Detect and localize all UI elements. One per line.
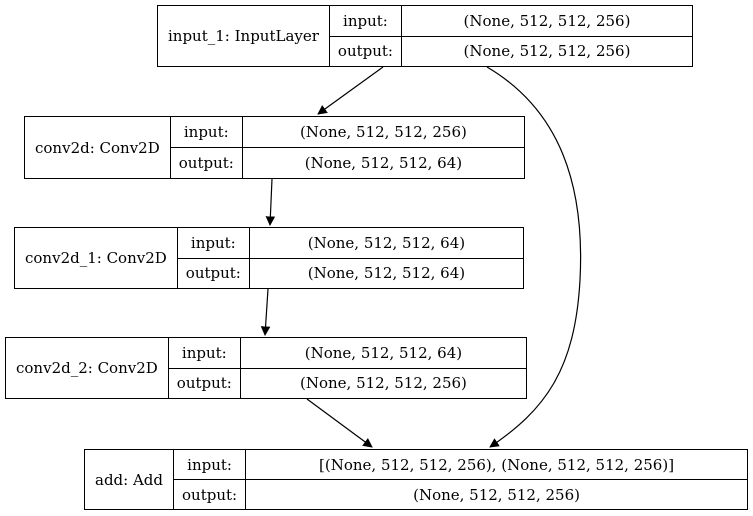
- output-label: output:: [329, 35, 401, 67]
- input-label: input:: [187, 455, 232, 474]
- input-shape: (None, 512, 512, 256): [463, 11, 631, 30]
- input-label: input:: [183, 123, 229, 141]
- input-shape: (None, 512, 512, 64): [304, 343, 463, 362]
- layer-name: input_1: InputLayer: [158, 6, 330, 66]
- output-label: output:: [174, 479, 246, 509]
- output-label: output:: [168, 367, 240, 399]
- layer-name: conv2d_1: Conv2D: [15, 228, 178, 288]
- input-shape: [(None, 512, 512, 256), (None, 512, 512,…: [319, 455, 675, 474]
- output-label: output:: [170, 147, 242, 178]
- input-shape: (None, 512, 512, 256): [299, 123, 467, 141]
- layer-node-conv2d-1[interactable]: conv2d_1: Conv2D input: output: (None, 5…: [14, 227, 524, 289]
- layer-node-conv2d-2[interactable]: conv2d_2: Conv2D input: output: (None, 5…: [5, 337, 527, 399]
- output-label: output:: [177, 257, 249, 289]
- layer-name: add: Add: [85, 450, 175, 509]
- port-shapes: (None, 512, 512, 256) (None, 512, 512, 6…: [242, 117, 524, 178]
- output-shape: (None, 512, 512, 256): [246, 479, 747, 509]
- layer-node-add[interactable]: add: Add input: output: [(None, 512, 512…: [84, 449, 748, 510]
- input-shape: (None, 512, 512, 64): [307, 233, 466, 252]
- edge-input1-conv2d: [317, 66, 384, 115]
- port-labels: input: output:: [168, 338, 241, 399]
- edge-conv2d2-add: [306, 398, 373, 448]
- layer-node-conv2d[interactable]: conv2d: Conv2D input: output: (None, 512…: [24, 116, 525, 179]
- port-labels: input: output:: [329, 6, 402, 67]
- edge-conv2d1-conv2d2: [260, 288, 271, 336]
- output-shape: (None, 512, 512, 64): [249, 257, 523, 289]
- output-shape: (None, 512, 512, 64): [242, 147, 524, 178]
- port-labels: input: output:: [170, 117, 243, 178]
- port-shapes: [(None, 512, 512, 256), (None, 512, 512,…: [246, 450, 747, 509]
- output-shape: (None, 512, 512, 256): [402, 35, 692, 67]
- edge-conv2d-conv2d1: [265, 178, 276, 226]
- input-label: input:: [181, 343, 227, 362]
- input-label: input:: [190, 233, 236, 252]
- input-label: input:: [343, 11, 388, 30]
- port-labels: input: output:: [174, 450, 247, 509]
- output-shape: (None, 512, 512, 256): [240, 367, 526, 399]
- layer-name: conv2d: Conv2D: [25, 117, 171, 178]
- port-shapes: (None, 512, 512, 256) (None, 512, 512, 2…: [402, 6, 692, 66]
- port-shapes: (None, 512, 512, 64) (None, 512, 512, 25…: [240, 338, 526, 399]
- port-shapes: (None, 512, 512, 64) (None, 512, 512, 64…: [249, 228, 523, 289]
- port-labels: input: output:: [177, 228, 250, 289]
- layer-name: conv2d_2: Conv2D: [6, 338, 169, 398]
- layer-node-input-1[interactable]: input_1: InputLayer input: output: (None…: [157, 5, 693, 67]
- edge-input1-add-skip: [486, 66, 582, 448]
